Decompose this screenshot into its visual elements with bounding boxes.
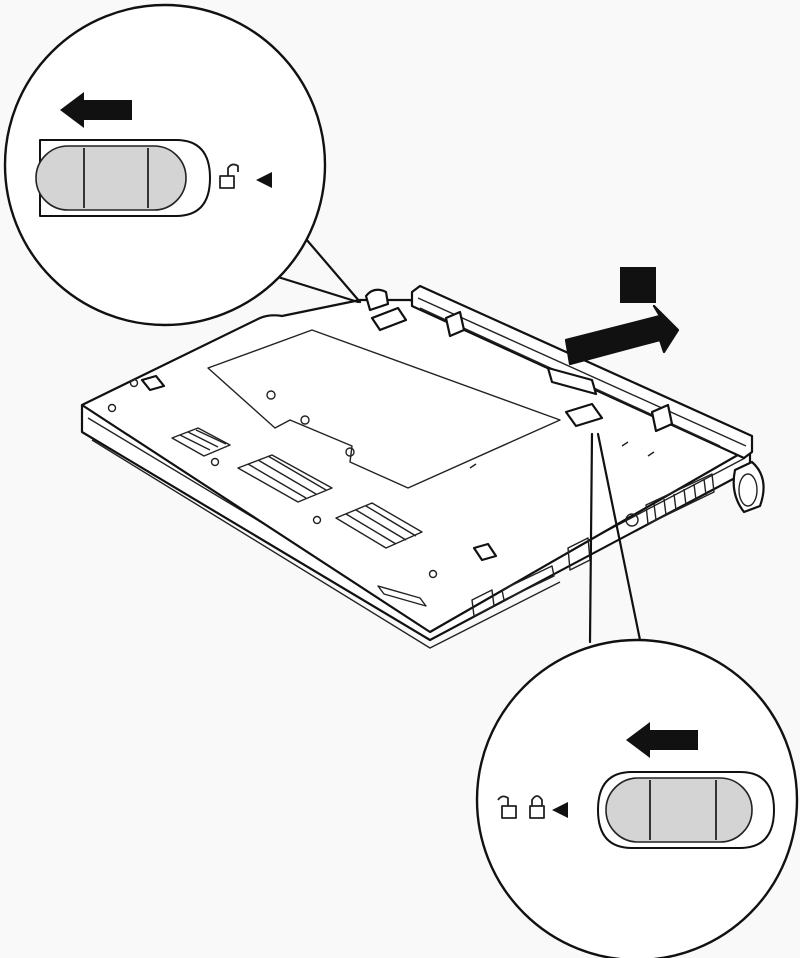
usb-port [471, 589, 495, 617]
screw [312, 515, 322, 525]
front-switch [377, 585, 427, 607]
screw [345, 447, 355, 457]
card-slot [501, 565, 555, 601]
battery-tab [444, 310, 466, 338]
side-vent [645, 473, 715, 525]
screw [300, 415, 310, 425]
slider-knob [605, 777, 753, 843]
leader-bottom-b [596, 432, 642, 642]
memory-cover [207, 329, 561, 489]
battery-pack [410, 284, 754, 460]
side-vent-fins [653, 478, 707, 521]
battery-tab [650, 403, 674, 433]
vent-middle [237, 454, 333, 503]
screw [107, 403, 117, 413]
slider-knob [35, 145, 187, 211]
battery-release-latch [564, 402, 604, 428]
callout-unlock-latch [3, 3, 327, 327]
laptop-edge-line-2 [91, 439, 561, 649]
vent-left [171, 427, 231, 457]
screw [428, 569, 438, 579]
screw [266, 390, 276, 400]
rubber-foot [140, 374, 166, 392]
screw [129, 378, 139, 388]
latch-housing [364, 288, 390, 312]
vent-right [335, 502, 423, 549]
rubber-foot [472, 542, 498, 562]
arrow-left-icon [60, 92, 132, 128]
battery-lock-latch [370, 306, 408, 332]
laptop-base [80, 298, 752, 634]
leader-top-a [298, 230, 362, 304]
arrow-right-icon [564, 304, 680, 366]
slider-grip [649, 780, 717, 840]
hinge-end [738, 473, 758, 507]
hinge-barrel [732, 460, 765, 514]
triangle-pointer-icon [552, 802, 568, 818]
battery-label [546, 366, 598, 396]
marks [469, 441, 655, 469]
callout-release-latch [475, 638, 799, 958]
arrow-left-icon [626, 722, 698, 758]
unlock-icon [497, 795, 517, 819]
battery-ridge [417, 297, 747, 447]
laptop-underside [80, 298, 765, 649]
slider-grip [83, 148, 149, 208]
step-marker-square [620, 267, 656, 303]
unlock-icon [219, 163, 239, 189]
lock-icon [529, 795, 545, 819]
screw [210, 457, 220, 467]
leader-bottom-a [588, 432, 594, 644]
triangle-pointer-icon [256, 172, 272, 188]
audio-jack [625, 513, 639, 527]
